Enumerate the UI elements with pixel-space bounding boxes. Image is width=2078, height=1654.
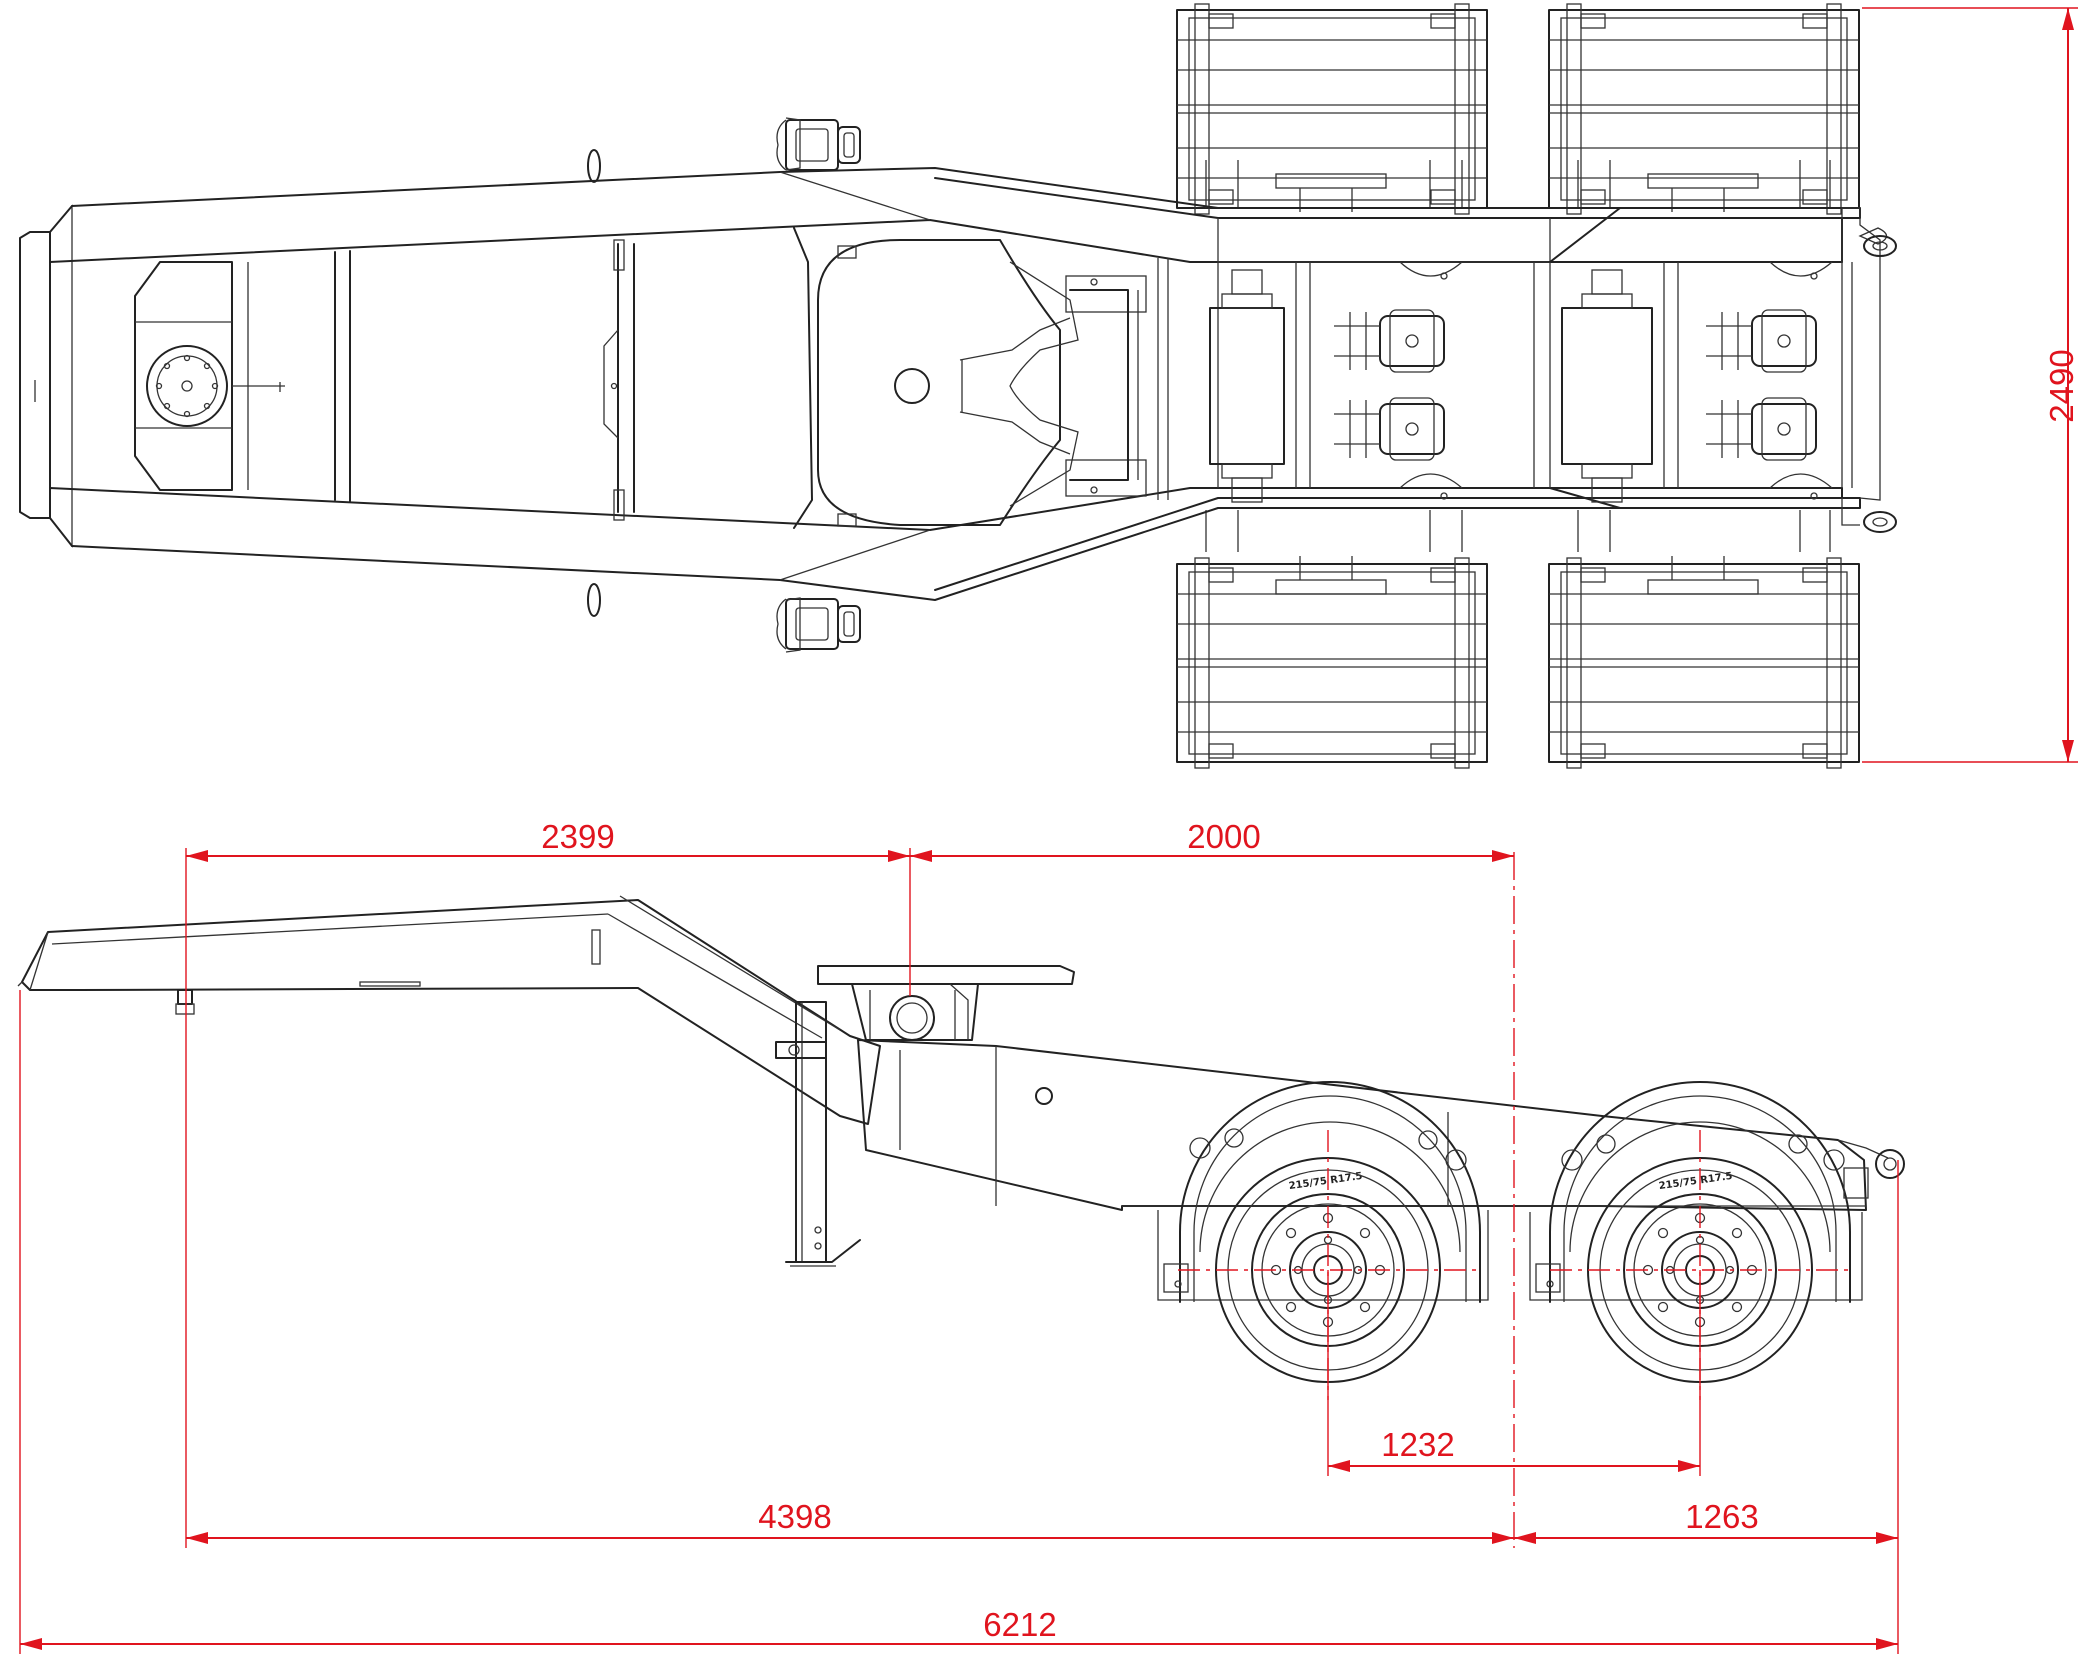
dimension-overall-length: 6212	[20, 1606, 1898, 1650]
dimension-label-2399: 2399	[541, 818, 614, 855]
rear-lashing-ring-lower	[1863, 511, 1897, 533]
lower-side-rail	[49, 487, 1861, 601]
front-axle-suspension	[1209, 261, 1463, 503]
turntable-side	[817, 965, 1075, 1041]
front-left-dual-wheel	[1176, 3, 1488, 215]
main-chassis-beam	[857, 1039, 1867, 1301]
dimension-label-6212: 6212	[983, 1606, 1056, 1643]
kingpin-side	[175, 989, 195, 1015]
dimension-axle-spacing: 1232	[1328, 1426, 1700, 1472]
kingpin-plate	[134, 261, 285, 491]
gooseneck-crossmembers	[334, 239, 635, 521]
rear-left-dual-wheel	[1548, 3, 1860, 215]
front-fender	[1163, 1081, 1481, 1303]
dimension-kingpin-to-axle-center: 4398	[186, 1498, 1514, 1544]
tie-down-upper	[776, 117, 861, 171]
side-marker-lamps	[587, 149, 601, 617]
fifth-wheel-turntable	[793, 227, 1169, 529]
top-view: 2490	[19, 3, 2078, 769]
dimension-label-4398: 4398	[758, 1498, 831, 1535]
dimension-overall-width: 2490	[1862, 7, 2078, 763]
wheel-brackets	[1205, 160, 1831, 595]
dimension-axle-center-to-rear: 1263	[1514, 1498, 1898, 1544]
rear-axle-suspension	[1561, 261, 1833, 503]
front-right-dual-wheel	[1176, 557, 1488, 769]
dimension-label-1232: 1232	[1381, 1426, 1454, 1463]
rear-right-dual-wheel	[1548, 557, 1860, 769]
rear-lashing-eye-side	[1837, 1139, 1905, 1199]
dimension-label-2000: 2000	[1187, 818, 1260, 855]
gooseneck-deck	[17, 895, 881, 1125]
dimension-turntable-to-axle-center: 2000	[910, 818, 1514, 862]
kingpin	[146, 345, 228, 427]
dimension-label-width: 2490	[2043, 349, 2078, 422]
landing-leg	[775, 1001, 861, 1267]
dimension-kingpin-to-turntable: 2399	[186, 818, 910, 862]
rear-fender	[1535, 1081, 1851, 1303]
upper-side-rail	[49, 167, 1861, 263]
dimension-label-1263: 1263	[1685, 1498, 1758, 1535]
front-crossbeam	[19, 204, 73, 548]
tie-down-lower	[776, 597, 861, 653]
rear-lashing-ring-upper	[1858, 227, 1897, 257]
dimension-extension-lines	[19, 848, 1899, 1654]
tire-size-label-rear: 215/75 R17.5	[1658, 1171, 1733, 1192]
rear-frame	[1217, 207, 1881, 526]
side-view: 215/75 R17.5 215/75 R17.5	[17, 818, 1905, 1654]
